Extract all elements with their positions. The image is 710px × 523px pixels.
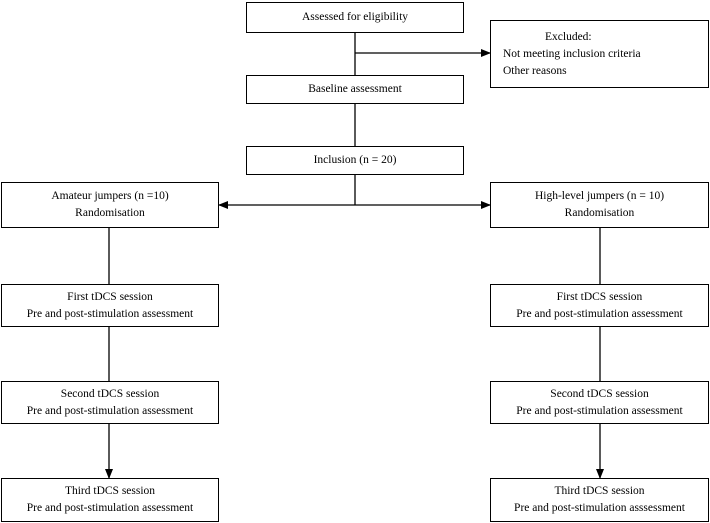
highlevel-session-1-label: First tDCS session: [556, 290, 643, 303]
highlevel-session-2-box: Second tDCS session Pre and post-stimula…: [490, 381, 709, 424]
highlevel-session-2-label: Second tDCS session: [550, 387, 649, 400]
inclusion-label: Inclusion (n = 20): [313, 154, 397, 166]
excluded-reason-other: Other reasons: [503, 65, 567, 77]
highlevel-session-1-note: Pre and post-stimulation assessment: [516, 307, 683, 320]
amateur-session-3-box: Third tDCS session Pre and post-stimulat…: [1, 478, 219, 522]
amateur-session-3-note: Pre and post-stimulation assessment: [26, 502, 194, 514]
excluded-title: Excluded:: [545, 31, 592, 43]
excluded-reason-criteria: Not meeting inclusion criteria: [503, 48, 641, 60]
highlevel-group-label: High-level jumpers (n = 10): [534, 190, 665, 202]
highlevel-randomisation-label: Randomisation: [564, 207, 635, 219]
amateur-session-3-label: Third tDCS session: [64, 485, 156, 497]
amateur-session-2-box: Second tDCS session Pre and post-stimula…: [1, 381, 219, 424]
amateur-session-1-label: First tDCS session: [67, 290, 153, 303]
highlevel-session-3-note: Pre and post-stimulation asssessment: [514, 502, 685, 514]
highlevel-group-box: High-level jumpers (n = 10) Randomisatio…: [490, 182, 709, 228]
amateur-session-1-note: Pre and post-stimulation assessment: [26, 307, 194, 320]
highlevel-session-3-box: Third tDCS session Pre and post-stimulat…: [490, 478, 709, 522]
highlevel-session-1-box: First tDCS session Pre and post-stimulat…: [490, 284, 709, 327]
baseline-box: Baseline assessment: [246, 75, 464, 104]
amateur-group-box: Amateur jumpers (n =10) Randomisation: [1, 182, 219, 228]
highlevel-session-2-note: Pre and post-stimulation assessment: [516, 404, 683, 417]
amateur-session-2-note: Pre and post-stimulation assessment: [26, 404, 194, 417]
amateur-group-label: Amateur jumpers (n =10): [51, 190, 169, 202]
eligibility-label: Assessed for eligibility: [301, 11, 409, 23]
inclusion-box: Inclusion (n = 20): [246, 146, 464, 175]
amateur-session-2-label: Second tDCS session: [60, 387, 160, 400]
highlevel-session-3-label: Third tDCS session: [554, 485, 645, 497]
amateur-session-1-box: First tDCS session Pre and post-stimulat…: [1, 284, 219, 327]
excluded-box: Excluded: Not meeting inclusion criteria…: [490, 20, 709, 88]
baseline-label: Baseline assessment: [308, 83, 402, 95]
eligibility-box: Assessed for eligibility: [246, 2, 464, 33]
amateur-randomisation-label: Randomisation: [75, 207, 145, 219]
